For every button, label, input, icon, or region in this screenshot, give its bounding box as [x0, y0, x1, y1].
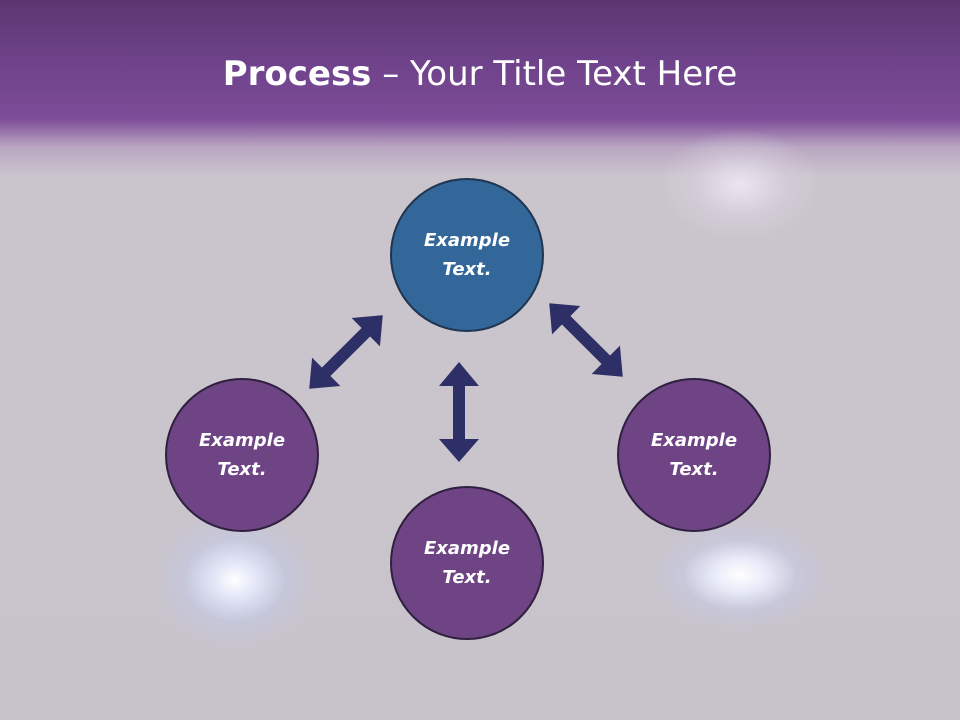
- title-bold: Process: [222, 54, 372, 94]
- node-top-text: Example Text.: [423, 230, 511, 280]
- title-rest: – Your Title Text Here: [371, 54, 738, 94]
- double-arrow-right: [549, 303, 623, 377]
- double-arrow-left: [309, 315, 383, 389]
- process-node-top[interactable]: Example Text.: [390, 178, 544, 332]
- process-node-bottom[interactable]: Example Text.: [390, 486, 544, 640]
- process-node-right[interactable]: Example Text.: [617, 378, 771, 532]
- slide-title[interactable]: Process – Your Title Text Here: [0, 52, 960, 96]
- double-arrow-vertical: [439, 362, 479, 462]
- node-left-text: Example Text.: [198, 430, 286, 480]
- process-node-left[interactable]: Example Text.: [165, 378, 319, 532]
- node-bottom-text: Example Text.: [423, 538, 511, 588]
- node-right-text: Example Text.: [650, 430, 738, 480]
